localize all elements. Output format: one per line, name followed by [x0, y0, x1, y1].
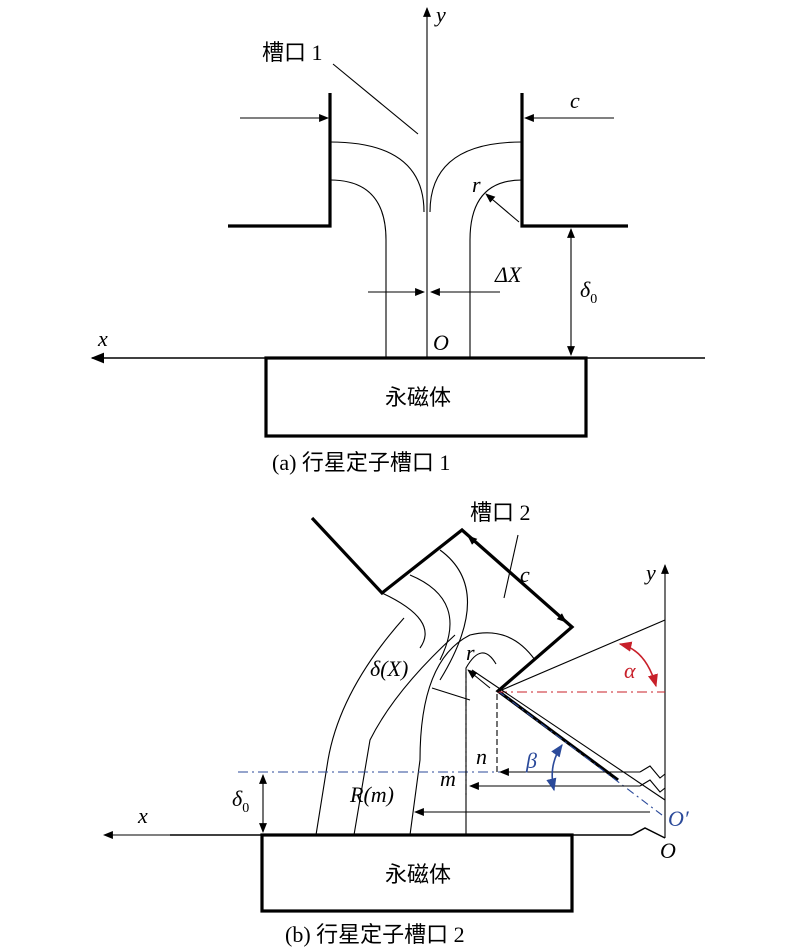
- origin-prime-label: O′: [668, 806, 690, 831]
- origin-label-b: O: [660, 838, 676, 863]
- slot-curve-3: [439, 549, 468, 681]
- panel-b: 槽口 2 y x O O′ c r δ(X) α β n m R(m) δ0 永…: [103, 500, 690, 947]
- stator-outline-a: [228, 93, 628, 228]
- m-label: m: [440, 766, 456, 791]
- n-label: n: [476, 744, 487, 769]
- slot-inner-arc2: [465, 652, 497, 835]
- stator-outline-b: [310, 516, 619, 782]
- r-arrow-b: [467, 669, 491, 689]
- r-label-a: r: [472, 172, 481, 197]
- y-axis-label-a: y: [434, 2, 446, 27]
- beta-label: β: [525, 748, 537, 773]
- slot-leader-b: [503, 534, 519, 599]
- caption-a: (a) 行星定子槽口 1: [272, 450, 450, 475]
- slot-curve-inner-left: [329, 179, 387, 358]
- magnet-label-a: 永磁体: [385, 385, 451, 410]
- slot-mid-left: [353, 634, 456, 836]
- slot-curve-outer-left: [329, 141, 425, 213]
- delta-x-leader: [431, 687, 471, 701]
- r-label-b: r: [466, 640, 475, 665]
- zigzag-2: [639, 779, 666, 793]
- origin-label-a: O: [433, 330, 449, 355]
- c-label-b: c: [520, 562, 530, 587]
- x-axis-label-b: x: [137, 803, 148, 828]
- delta-func-label: δ(X): [370, 656, 408, 681]
- delta-x-label: ΔX: [494, 262, 523, 287]
- slot-extension-dashed: [497, 690, 663, 816]
- alpha-arc: [618, 641, 658, 688]
- beta-arc: [546, 743, 563, 792]
- delta0-label-a: δ0: [580, 277, 597, 307]
- c-arrow-b: [467, 535, 567, 623]
- panel-a: 槽口 1 y x O c r ΔX δ0 永磁体 (a) 行星定子槽口 1: [90, 2, 705, 475]
- y-axis-label-b: y: [644, 560, 656, 585]
- slot-label-b: 槽口 2: [470, 500, 531, 525]
- slot-curve-1: [381, 592, 426, 649]
- magnet-a: [264, 356, 588, 438]
- slot-label-a: 槽口 1: [262, 40, 323, 65]
- x-axis-bend: [631, 827, 666, 839]
- zigzag-1: [639, 765, 666, 779]
- slot-curve-inner-right: [469, 179, 523, 358]
- magnet-b: [260, 833, 574, 913]
- magnet-label-b: 永磁体: [385, 862, 451, 887]
- r-arrow-a: [485, 193, 520, 223]
- alpha-label: α: [624, 658, 636, 683]
- slot-inner-arc: [409, 632, 536, 836]
- alpha-ray: [496, 619, 666, 693]
- slot-outer-left: [315, 617, 405, 836]
- r-m-label: R(m): [349, 782, 394, 807]
- slot-leader-a: [332, 63, 419, 135]
- r-ray: [471, 669, 666, 801]
- caption-b: (b) 行星定子槽口 2: [285, 922, 465, 947]
- delta0-label-b: δ0: [232, 786, 249, 816]
- c-label-a: c: [570, 88, 580, 113]
- slot-curve-2: [409, 574, 451, 661]
- slot-curve-outer-right: [429, 141, 523, 213]
- x-axis-label-a: x: [97, 326, 108, 351]
